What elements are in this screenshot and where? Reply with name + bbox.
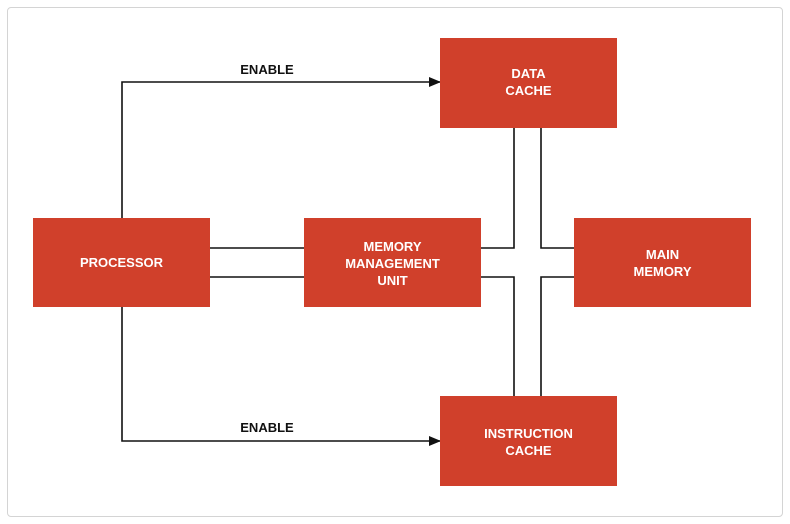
- enable-label-bottom: ENABLE: [240, 420, 294, 435]
- instruction-cache-label-line-1: INSTRUCTION: [484, 426, 573, 441]
- main-memory-box: MAIN MEMORY: [574, 218, 751, 307]
- data-cache-box: DATA CACHE: [440, 38, 617, 128]
- instruction-cache-box: INSTRUCTION CACHE: [440, 396, 617, 486]
- data-cache-label-line-2: CACHE: [505, 83, 552, 98]
- mmu-label-line-1: MEMORY: [363, 239, 421, 254]
- enable-arrow-bottom: [121, 307, 441, 446]
- enable-label-top: ENABLE: [240, 62, 294, 77]
- instruction-cache-label-line-2: CACHE: [505, 443, 552, 458]
- bus-cross-upper-right: [540, 128, 574, 249]
- processor-box: PROCESSOR: [33, 218, 210, 307]
- bus-cross-upper-left: [481, 128, 515, 249]
- mmu-label-line-2: MANAGEMENT: [345, 256, 440, 271]
- bus-cross-lower-right: [540, 276, 574, 396]
- mmu-box: MEMORY MANAGEMENT UNIT: [304, 218, 481, 307]
- main-memory-label-line-1: MAIN: [646, 247, 679, 262]
- mmu-label-line-3: UNIT: [377, 273, 407, 288]
- data-cache-label-line-1: DATA: [511, 66, 546, 81]
- connectors: [121, 77, 574, 446]
- processor-label: PROCESSOR: [80, 255, 164, 270]
- main-memory-label-line-2: MEMORY: [633, 264, 691, 279]
- enable-arrow-top: [121, 77, 441, 218]
- bus-cross-lower-left: [481, 276, 515, 396]
